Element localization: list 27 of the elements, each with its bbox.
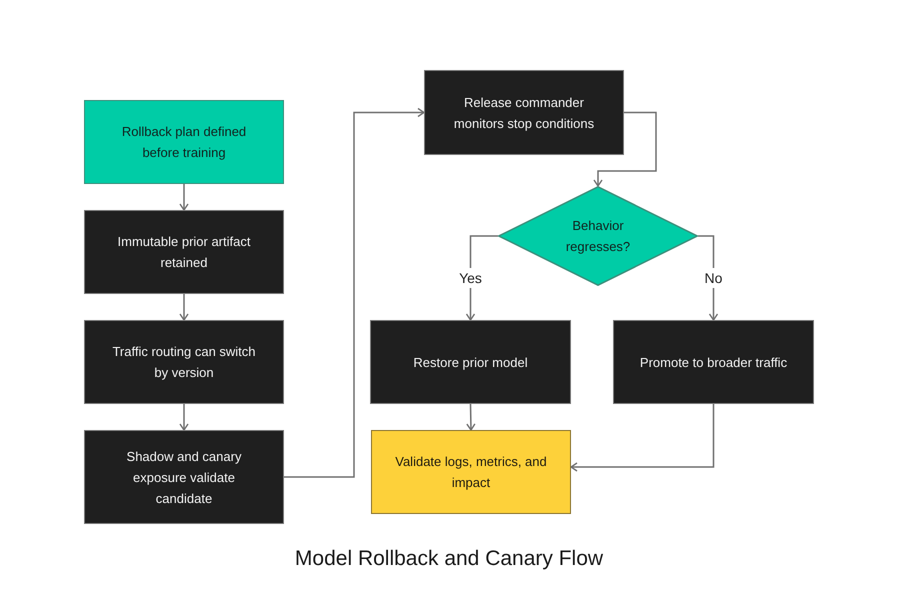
arrow	[284, 108, 425, 478]
node-text: Behavior regresses?	[564, 217, 632, 256]
node-text: Restore prior model	[413, 354, 528, 372]
process-box	[84, 430, 284, 524]
process-box	[424, 70, 624, 155]
node-text: Release commander monitors stop conditions	[452, 94, 596, 133]
arrow	[179, 184, 189, 211]
arrow	[593, 112, 657, 187]
arrow	[698, 235, 718, 321]
process-box	[84, 100, 284, 184]
arrow	[179, 294, 189, 321]
node-text: Validate logs, metrics, and impact	[394, 453, 548, 492]
node-text: Promote to broader traffic	[640, 354, 788, 372]
decision-diamond	[498, 186, 698, 286]
node-text: Immutable prior artifact retained	[116, 233, 252, 272]
node-text: Traffic routing can switch by version	[111, 343, 257, 382]
diagram-title: Model Rollback and Canary Flow	[294, 546, 604, 572]
process-box	[84, 210, 284, 294]
process-box	[84, 320, 284, 404]
arrow	[570, 404, 714, 472]
arrow	[466, 404, 476, 431]
process-box	[370, 320, 571, 404]
process-box	[613, 320, 814, 404]
arrow	[179, 404, 189, 431]
node-text: Rollback plan defined before training	[120, 123, 248, 162]
node-text: Shadow and canary exposure validate candidate	[126, 448, 242, 508]
process-box	[371, 430, 571, 514]
